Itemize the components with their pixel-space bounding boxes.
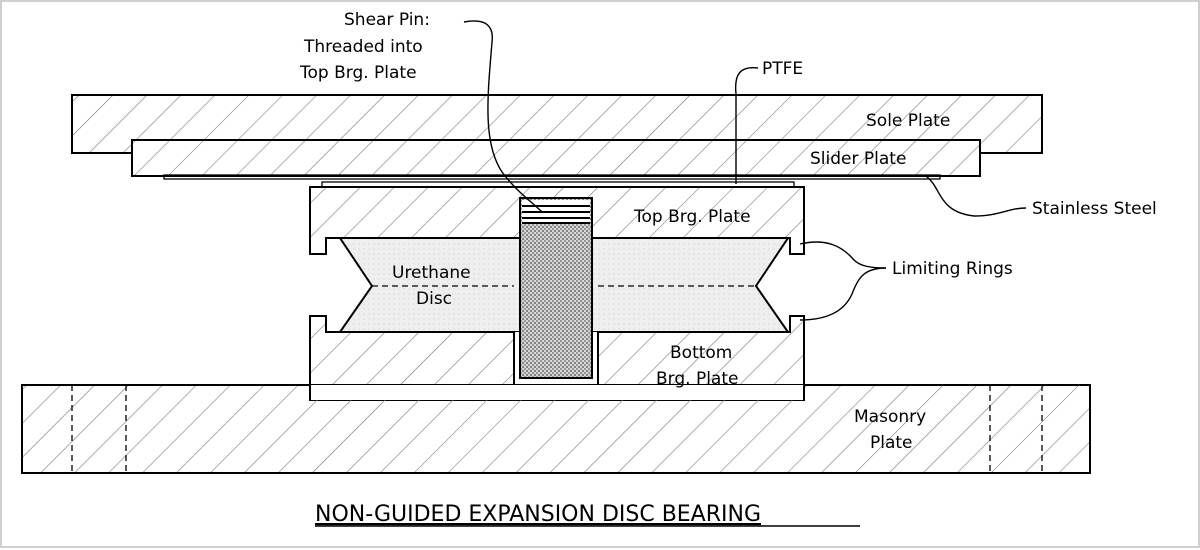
shear-pin-label-line2: Threaded into [303,37,423,57]
stainless-steel-leader [925,175,1027,217]
shear-pin [519,197,593,379]
shear-pin-label-line3: Top Brg. Plate [299,63,417,83]
ptfe-label: PTFE [762,59,803,79]
limiting-rings-label: Limiting Rings [892,259,1013,279]
sole-plate-label: Sole Plate [866,111,950,131]
stainless-steel-label: Stainless Steel [1032,199,1157,219]
top-bearing-plate-label: Top Brg. Plate [633,207,751,227]
slider-plate-label: Slider Plate [810,149,906,169]
bottom-bearing-plate-label-line2: Brg. Plate [656,369,738,389]
stainless-steel-sheet [163,174,941,180]
shear-pin-label-line1: Shear Pin: [344,10,430,30]
diagram-title: NON-GUIDED EXPANSION DISC BEARING [315,502,761,527]
masonry-plate [21,384,1091,474]
urethane-disc-label-line1: Urethane [392,263,471,283]
slider-plate [131,139,981,177]
masonry-plate-label-line2: Plate [870,433,913,453]
limiting-rings-leader-top [799,241,887,269]
limiting-rings-leader-bottom [799,267,887,321]
masonry-plate-label-line1: Masonry [854,407,926,427]
bottom-bearing-plate-label-line1: Bottom [670,343,732,363]
shear-pin-leader [463,20,543,213]
ptfe-leader [734,67,759,184]
urethane-disc-label-line2: Disc [416,289,452,309]
